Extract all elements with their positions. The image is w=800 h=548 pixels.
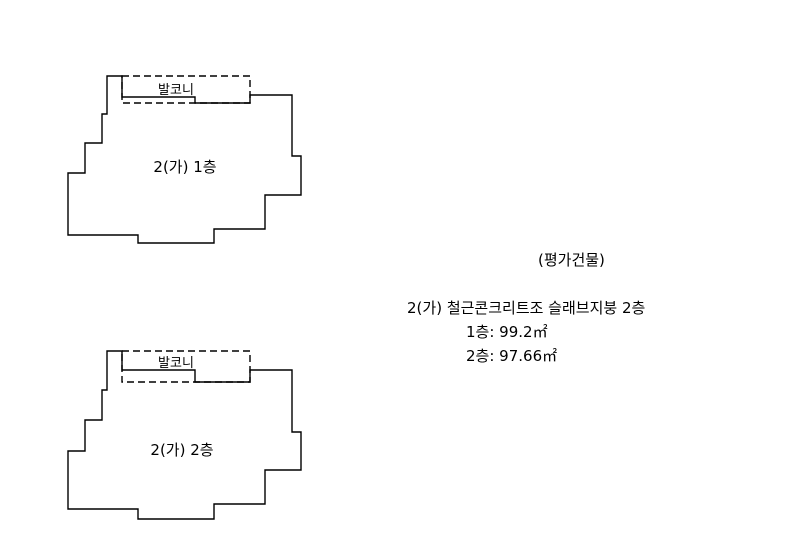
- floor-1-area: 1층: 99.2㎡: [466, 323, 548, 341]
- balcony-label: 발코니: [158, 356, 194, 371]
- floor-2-area: 2층: 97.66㎡: [466, 347, 558, 365]
- floor-plan-1: 발코니 2(가) 1층: [67, 75, 302, 244]
- floor-label: 2(가) 2층: [150, 441, 213, 459]
- balcony-label: 발코니: [158, 83, 194, 98]
- building-outline: [67, 350, 302, 520]
- floor-plan-2: 발코니 2(가) 2층: [67, 350, 302, 520]
- floor-label: 2(가) 1층: [153, 158, 216, 176]
- appraisal-building-heading: (평가건물): [538, 251, 605, 269]
- balcony-outline: [121, 350, 251, 383]
- building-structure-description: 2(가) 철근콘크리트조 슬래브지붕 2층: [407, 299, 646, 317]
